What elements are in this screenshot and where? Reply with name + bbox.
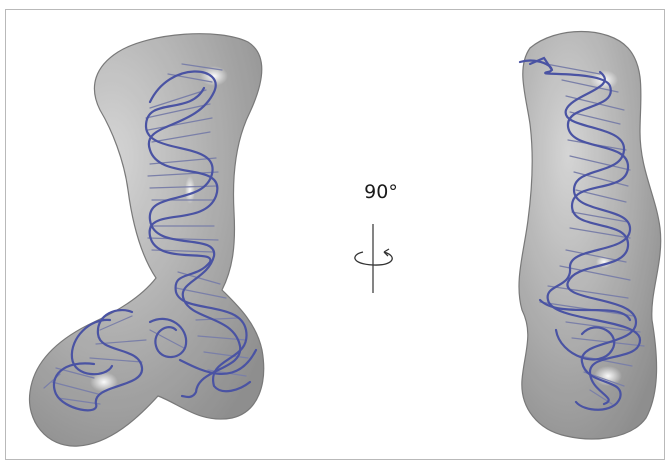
left-density-surface bbox=[29, 34, 263, 446]
left-model bbox=[29, 34, 263, 446]
rotation-indicator bbox=[355, 224, 392, 293]
rotation-angle-label: 90° bbox=[352, 183, 410, 202]
right-model bbox=[519, 32, 661, 439]
